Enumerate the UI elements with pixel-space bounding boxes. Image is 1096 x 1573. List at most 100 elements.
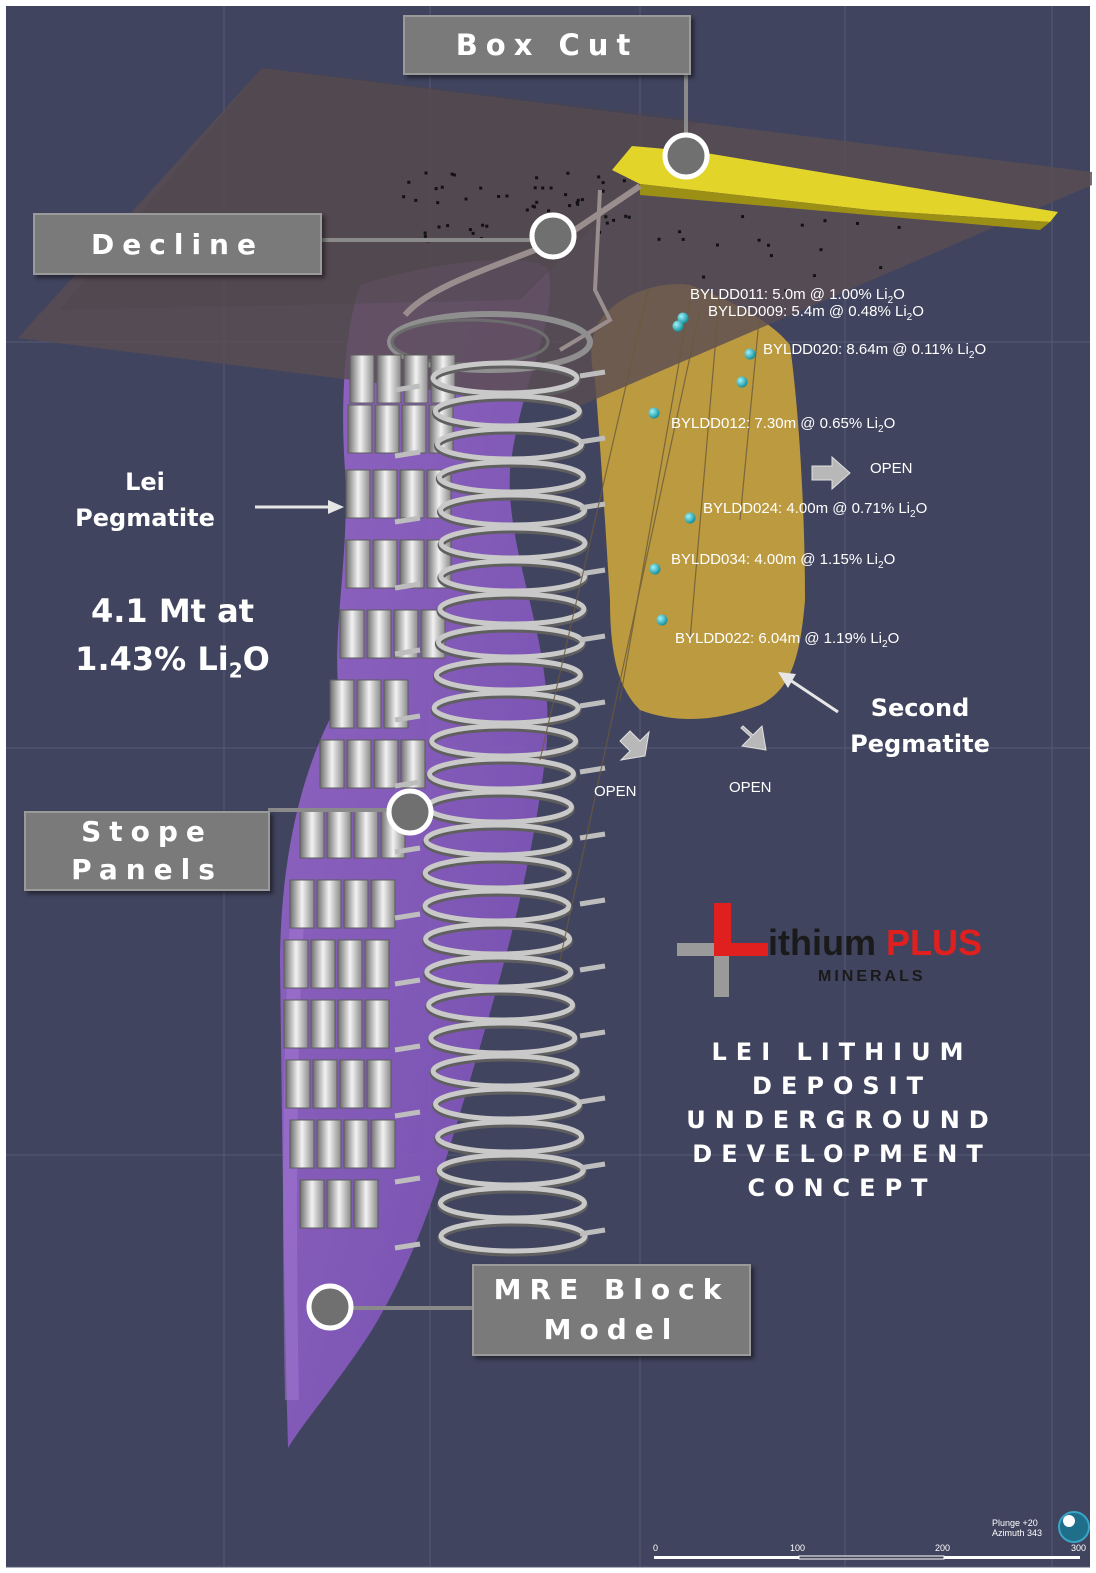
stope-panel	[317, 880, 341, 928]
collar-speck	[606, 222, 609, 225]
stope-panel	[402, 405, 426, 453]
drillpoint-byldd034	[650, 564, 661, 575]
stope-panel	[350, 355, 374, 403]
decline-marker	[532, 215, 574, 257]
stope-panel	[344, 880, 368, 928]
drillhole-suffix: O	[916, 500, 928, 517]
drillhole-text: BYLDD024: 4.00m @ 0.71% Li	[703, 500, 910, 517]
drillhole-suffix: O	[884, 551, 896, 568]
stope-panel	[367, 610, 391, 658]
collar-speck	[602, 190, 605, 193]
project-title-line-5: CONCEPT	[662, 1171, 1022, 1205]
collar-speck	[770, 254, 773, 257]
second-pegmatite-text-2: Pegmatite	[830, 726, 1010, 762]
stope-panel	[400, 540, 424, 588]
project-title-line-1: LEI LITHIUM	[662, 1035, 1022, 1069]
drillhole-text: BYLDD020: 8.64m @ 0.11% Li	[763, 341, 969, 358]
drillhole-text: BYLDD034: 4.00m @ 1.15% Li	[671, 551, 878, 568]
collar-speck	[481, 224, 484, 227]
stope-panel	[367, 1060, 391, 1108]
collar-speck	[479, 187, 482, 190]
view-plunge: Plunge +20	[992, 1518, 1042, 1528]
stope-panel	[400, 470, 424, 518]
stope-panel	[357, 680, 381, 728]
scale-tick-0: 0	[653, 1543, 658, 1553]
collar-speck	[472, 232, 475, 235]
collar-speck	[581, 198, 584, 201]
lei-pegmatite-text-2: Pegmatite	[45, 500, 245, 536]
second-pegmatite-text-1: Second	[830, 690, 1010, 726]
collar-speck	[856, 222, 859, 225]
scale-bar	[654, 1556, 1080, 1559]
orientation-globe-highlight	[1063, 1515, 1075, 1527]
collar-speck	[424, 232, 427, 235]
collar-speck	[820, 248, 823, 251]
collar-speck	[407, 181, 410, 184]
resource-grade: 1.43% Li2O	[40, 635, 305, 694]
stope-panels-marker	[389, 791, 431, 833]
stope-panel	[311, 940, 335, 988]
collar-speck	[441, 186, 444, 189]
drillpoint-byldd009	[673, 321, 684, 332]
project-title-line-2: DEPOSIT	[662, 1069, 1022, 1103]
stope-panel	[377, 355, 401, 403]
drillhole-suffix: O	[884, 415, 896, 432]
collar-speck	[526, 209, 529, 212]
scale-tick-200: 200	[935, 1543, 950, 1553]
stope-panel	[317, 1120, 341, 1168]
project-title-line-3: UNDERGROUND	[662, 1103, 1022, 1137]
collar-speck	[534, 186, 537, 189]
project-title: LEI LITHIUM DEPOSIT UNDERGROUND DEVELOPM…	[662, 1035, 1022, 1205]
open-label-south-east: OPEN	[729, 779, 772, 796]
mre-block-model-label: MRE Block Model	[472, 1264, 751, 1356]
stope-panel	[365, 940, 389, 988]
collar-speck	[658, 238, 661, 241]
stope-panel	[404, 355, 428, 403]
stope-panel	[375, 405, 399, 453]
collar-speck	[576, 203, 579, 206]
box-cut-label: Box Cut	[403, 15, 691, 75]
collar-speck	[485, 225, 488, 228]
drillhole-suffix: O	[893, 286, 905, 303]
collar-speck	[550, 187, 553, 190]
stope-panel	[354, 1180, 378, 1228]
stope-panel	[340, 1060, 364, 1108]
stope-panel	[348, 405, 372, 453]
collar-speck	[597, 175, 600, 178]
resource-grade-sub: 2	[229, 658, 243, 682]
stope-panel	[290, 880, 314, 928]
drillhole-label-byldd024: BYLDD024: 4.00m @ 0.71% Li2O	[703, 500, 927, 520]
collar-speck	[801, 224, 804, 227]
collar-speck	[506, 195, 509, 198]
stope-panel	[347, 740, 371, 788]
stope-panel	[338, 1000, 362, 1048]
collar-speck	[612, 219, 615, 222]
drillpoint-extra	[737, 377, 748, 388]
logo-word-plus: PLUS	[886, 922, 982, 963]
collar-speck	[604, 215, 607, 218]
stope-panel	[300, 810, 324, 858]
collar-speck	[547, 209, 550, 212]
stope-panel	[327, 810, 351, 858]
drillhole-text: BYLDD012: 7.30m @ 0.65% Li	[671, 415, 878, 432]
collar-speck	[465, 198, 468, 201]
collar-speck	[566, 172, 569, 175]
lei-pegmatite-label: Lei Pegmatite	[45, 464, 245, 536]
stope-panel	[327, 1180, 351, 1228]
collar-speck	[414, 199, 417, 202]
resource-grade-suffix: O	[243, 640, 270, 678]
stope-panel	[346, 540, 370, 588]
drillhole-text: BYLDD009: 5.4m @ 0.48% Li	[708, 303, 907, 320]
collar-speck	[813, 274, 816, 277]
collar-speck	[758, 239, 761, 242]
stope-panel	[284, 1000, 308, 1048]
collar-speck	[682, 238, 685, 241]
collar-speck	[446, 224, 449, 227]
view-azimuth: Azimuth 343	[992, 1528, 1042, 1538]
resource-grade-main: 1.43% Li	[75, 640, 229, 678]
stope-panel	[286, 1060, 310, 1108]
collar-speck	[436, 201, 439, 204]
mre-block-model-text-1: MRE Block	[494, 1270, 730, 1310]
drillpoint-byldd022	[657, 615, 668, 626]
collar-speck	[741, 215, 744, 218]
